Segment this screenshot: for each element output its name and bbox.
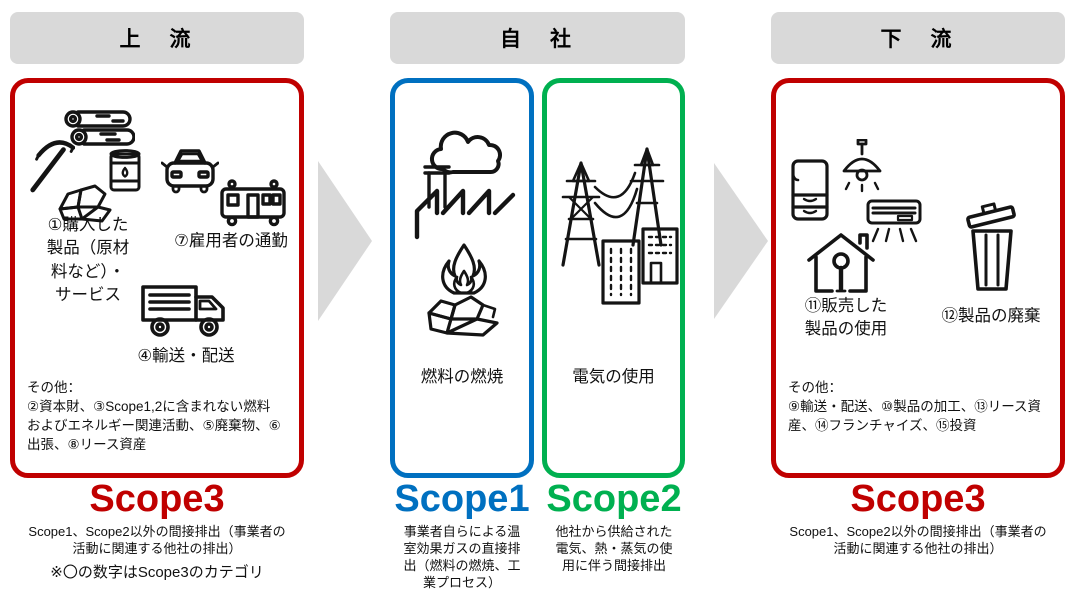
header-upstream: 上 流 <box>10 12 304 64</box>
upstream-item-purchased: ①購入した 製品（原材 料など）・ サービス <box>46 216 130 305</box>
upstream-box: ①購入した 製品（原材 料など）・ サービス ⑦雇用者の通勤 ④輸送・配送 その… <box>10 78 304 478</box>
house-person-icon <box>804 227 878 295</box>
scope1-box: 燃料の燃焼 <box>390 78 534 478</box>
factory-smoke-icon <box>409 123 517 245</box>
scope1-box-label: 燃料の燃焼 <box>420 368 504 386</box>
downstream-other-text: その他： ⑨輸送・配送、⑩製品の加工、⑬リース資 産、⑭フランチャイズ、⑮投資 <box>788 380 1042 433</box>
car-icon <box>161 145 219 195</box>
pendant-lamp-icon <box>838 139 886 193</box>
header-downstream-label: 下 流 <box>880 28 956 51</box>
flow-arrow-right-icon <box>714 163 770 324</box>
oil-drum-icon <box>109 149 141 193</box>
coal-icon <box>53 177 117 223</box>
scope2-box: 電気の使用 <box>542 78 685 478</box>
header-upstream-label: 上 流 <box>119 28 195 51</box>
scope2-title: Scope2 <box>546 478 682 520</box>
scope1-title: Scope1 <box>394 478 530 520</box>
header-company-label: 自 社 <box>500 28 575 51</box>
scope3-category-note: ※〇の数字はScope3のカテゴリ <box>50 564 264 581</box>
scope2-desc: 他社から供給された 電気、熱・蒸気の使 用に伴う間接排出 <box>555 524 673 574</box>
scope3-right-desc: Scope1、Scope2以外の間接排出（事業者の 活動に関連する他社の排出） <box>789 524 1047 557</box>
scope3-right-title: Scope3 <box>850 478 986 520</box>
flow-arrow-left-icon <box>318 161 374 326</box>
scope3-left-title: Scope3 <box>89 478 225 520</box>
header-company: 自 社 <box>390 12 685 64</box>
power-grid-icon <box>551 141 681 309</box>
downstream-item-product-use: ⑪販売した 製品の使用 <box>804 297 888 339</box>
scope3-left-desc: Scope1、Scope2以外の間接排出（事業者の 活動に関連する他社の排出） <box>28 524 286 557</box>
downstream-box: ⑪販売した 製品の使用 ⑫製品の廃棄 その他： ⑨輸送・配送、⑩製品の加工、⑬リ… <box>771 78 1065 478</box>
flame-coal-icon <box>421 243 507 337</box>
trash-icon <box>960 199 1022 293</box>
header-downstream: 下 流 <box>771 12 1065 64</box>
truck-icon <box>141 281 231 339</box>
upstream-item-commute: ⑦雇用者の通勤 <box>174 232 288 250</box>
downstream-item-disposal: ⑫製品の廃棄 <box>941 307 1041 325</box>
scope2-box-label: 電気の使用 <box>572 368 655 386</box>
upstream-item-transport: ④輸送・配送 <box>137 347 235 365</box>
air-conditioner-icon <box>866 199 922 245</box>
pickaxe-icon <box>27 131 75 197</box>
train-icon <box>219 179 287 227</box>
upstream-other-text: その他： ②資本財、③Scope1,2に含まれない燃料 およびエネルギー関連活動… <box>27 380 281 452</box>
scope1-desc: 事業者自らによる温 室効果ガスの直接排 出（燃料の燃焼、工 業プロセス） <box>403 524 521 591</box>
logs-icon <box>63 109 135 147</box>
fridge-icon <box>790 159 830 221</box>
